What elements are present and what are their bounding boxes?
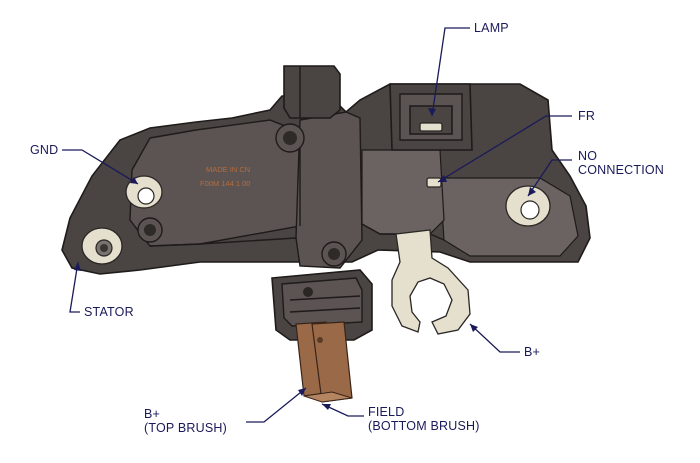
gnd-mounting-hole — [125, 175, 163, 209]
label-lamp: LAMP — [474, 21, 509, 35]
label-fr: FR — [578, 109, 595, 123]
label-b-plus-brush-line2: (TOP BRUSH) — [144, 421, 227, 435]
label-no-connection-line1: NO — [578, 149, 597, 163]
label-field-line2: (BOTTOM BRUSH) — [368, 419, 480, 433]
mounting-bosses — [137, 123, 347, 267]
carbon-brushes — [295, 321, 353, 403]
b-plus-terminal-tab — [391, 229, 471, 335]
label-field-line1: FIELD — [368, 405, 404, 419]
part-markings: MADE IN CN F00M 144 1 00 — [200, 165, 250, 188]
label-no-connection-line2: CONNECTION — [578, 163, 664, 177]
label-gnd: GND — [30, 143, 58, 157]
part-marking-line1: MADE IN CN — [206, 165, 250, 174]
leader-lines — [62, 27, 572, 423]
label-b-plus-brush-line1: B+ — [144, 407, 160, 421]
part-marking-line2: F00M 144 1 00 — [200, 179, 250, 188]
label-b-plus-terminal: B+ — [524, 345, 540, 359]
label-stator: STATOR — [84, 305, 134, 319]
callout-labels: LAMP FR NO CONNECTION GND STATOR B+ B+ (… — [30, 21, 664, 435]
no-connection-hole — [505, 185, 551, 227]
stator-terminal — [81, 227, 123, 265]
